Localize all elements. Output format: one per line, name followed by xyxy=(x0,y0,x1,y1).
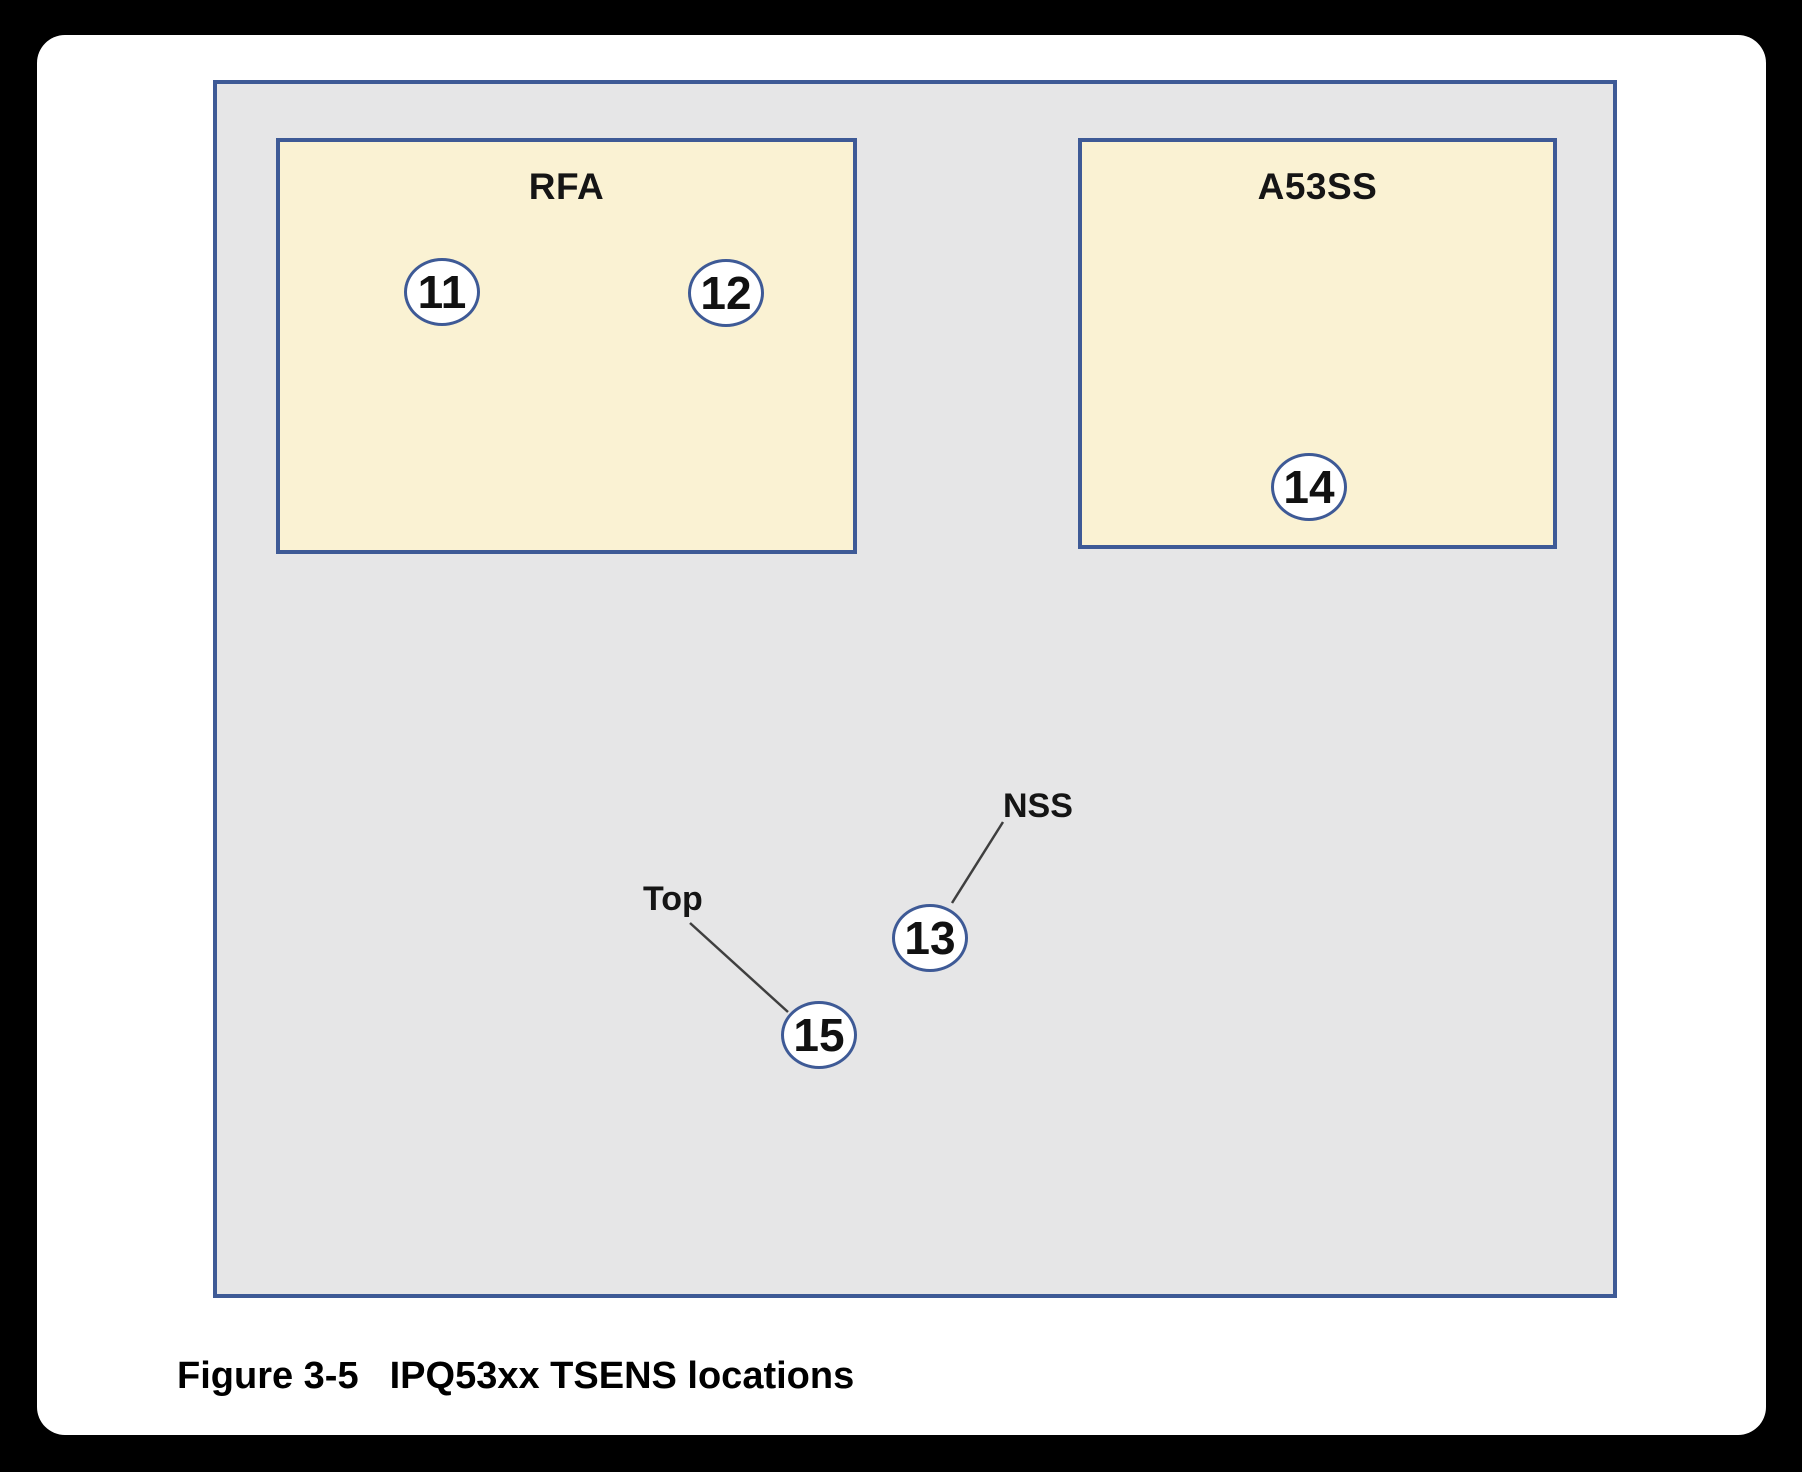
tsens-13-number: 13 xyxy=(904,912,956,964)
tsens-12-marker: 12 xyxy=(688,259,764,327)
figure-caption-number: Figure 3-5 xyxy=(177,1355,359,1397)
top-region-label: Top xyxy=(643,880,703,918)
tsens-11-marker: 11 xyxy=(404,258,480,326)
tsens-11-number: 11 xyxy=(417,266,467,318)
tsens-13-marker: 13 xyxy=(892,904,968,972)
rfa-block-label: RFA xyxy=(528,166,605,207)
nss-region-label: NSS xyxy=(1003,787,1073,825)
tsens-14-marker: 14 xyxy=(1271,453,1347,521)
rfa-block: RFA xyxy=(276,138,857,554)
tsens-15-number: 15 xyxy=(793,1009,845,1061)
tsens-12-number: 12 xyxy=(700,267,752,319)
figure-caption: Figure 3-5 IPQ53xx TSENS locations xyxy=(177,1354,854,1400)
figure-caption-title: IPQ53xx TSENS locations xyxy=(389,1355,855,1397)
a53ss-block-label: A53SS xyxy=(1257,166,1378,207)
tsens-15-marker: 15 xyxy=(781,1001,857,1069)
tsens-14-number: 14 xyxy=(1283,461,1335,513)
